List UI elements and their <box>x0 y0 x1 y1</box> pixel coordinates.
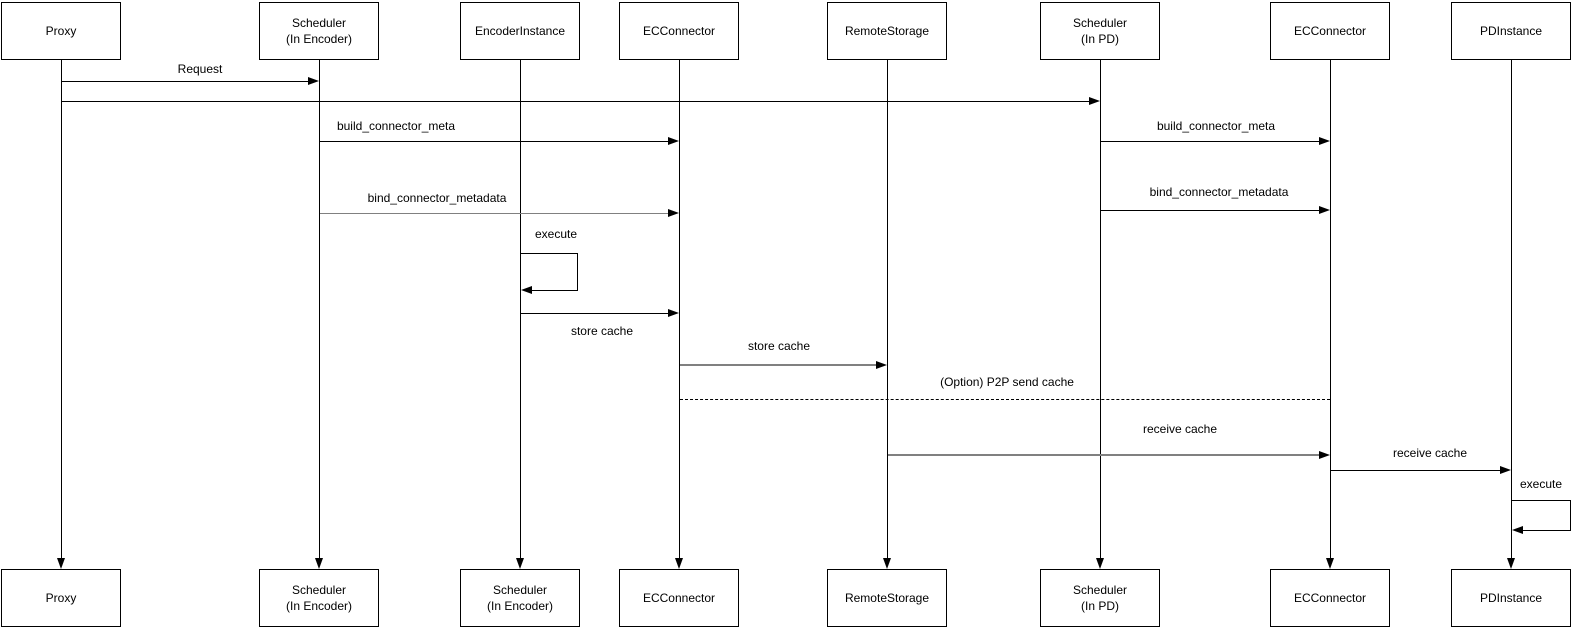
arrowhead-icon <box>668 209 679 217</box>
message-bind-connector-metadata-label: bind_connector_metadata <box>1149 185 1289 199</box>
message-execute-label: execute <box>534 227 578 241</box>
message-request-line <box>62 81 309 82</box>
message-build-connector-meta-label: build_connector_meta <box>1156 119 1276 133</box>
message-store-cache-line <box>521 313 669 314</box>
message-proxy-to-scheduler-pd-line <box>62 101 1090 102</box>
actor-bottom-remote-storage: RemoteStorage <box>827 569 947 627</box>
arrowhead-icon <box>308 77 319 85</box>
actor-bottom-scheduler-pd: Scheduler (In PD) <box>1040 569 1160 627</box>
actor-top-scheduler-encoder: Scheduler (In Encoder) <box>259 2 379 60</box>
arrowhead-icon <box>1319 137 1330 145</box>
message-build-connector-meta-label: build_connector_meta <box>336 119 456 133</box>
message-build-connector-meta-line <box>320 141 669 142</box>
actor-top-pd-instance: PDInstance <box>1451 2 1571 60</box>
message-execute-line-bottom <box>532 290 578 291</box>
actor-top-remote-storage: RemoteStorage <box>827 2 947 60</box>
message-execute-line-bottom <box>1523 530 1571 531</box>
message-receive-cache-label: receive cache <box>1142 422 1218 436</box>
message-store-cache-label: store cache <box>747 339 811 353</box>
arrowhead-icon <box>1096 558 1104 569</box>
message-request-label: Request <box>177 62 223 76</box>
arrowhead-icon <box>668 137 679 145</box>
arrowhead-icon <box>668 309 679 317</box>
actor-bottom-encoder-instance: Scheduler (In Encoder) <box>460 569 580 627</box>
message-execute-line-top <box>521 253 578 254</box>
lifeline-pd-instance <box>1511 60 1512 558</box>
actor-bottom-ec-connector-2: ECConnector <box>1270 569 1390 627</box>
message-execute-line-side <box>577 253 578 291</box>
arrowhead-icon <box>1319 451 1330 459</box>
actor-top-ec-connector-2: ECConnector <box>1270 2 1390 60</box>
actor-bottom-proxy: Proxy <box>1 569 121 627</box>
actor-bottom-scheduler-encoder: Scheduler (In Encoder) <box>259 569 379 627</box>
arrowhead-icon <box>1500 466 1511 474</box>
message-execute-line-side <box>1570 500 1571 531</box>
lifeline-encoder-instance <box>520 60 521 558</box>
arrowhead-icon <box>876 361 887 369</box>
lifeline-scheduler-pd <box>1100 60 1101 558</box>
message-build-connector-meta-line <box>1101 141 1320 142</box>
lifeline-ec-connector-1 <box>679 60 680 558</box>
message-execute-line-top <box>1512 500 1571 501</box>
message-receive-cache-line <box>1331 470 1501 471</box>
arrowhead-icon <box>675 558 683 569</box>
lifeline-scheduler-encoder <box>319 60 320 558</box>
actor-top-encoder-instance: EncoderInstance <box>460 2 580 60</box>
message-store-cache-line <box>680 364 877 366</box>
actor-bottom-pd-instance: PDInstance <box>1451 569 1571 627</box>
actor-top-scheduler-pd: Scheduler (In PD) <box>1040 2 1160 60</box>
arrowhead-icon <box>57 558 65 569</box>
lifeline-proxy <box>61 60 62 558</box>
arrowhead-icon <box>1089 97 1100 105</box>
lifeline-remote-storage <box>887 60 888 558</box>
message-store-cache-label: store cache <box>570 324 634 338</box>
arrowhead-icon <box>1326 558 1334 569</box>
message-bind-connector-metadata-label: bind_connector_metadata <box>367 191 507 205</box>
actor-bottom-ec-connector-1: ECConnector <box>619 569 739 627</box>
arrowhead-icon <box>883 558 891 569</box>
message-bind-connector-metadata-line <box>320 213 669 214</box>
arrowhead-icon <box>315 558 323 569</box>
message-execute-label: execute <box>1519 477 1563 491</box>
arrowhead-icon <box>1507 558 1515 569</box>
actor-top-ec-connector-1: ECConnector <box>619 2 739 60</box>
lifeline-ec-connector-2 <box>1330 60 1331 558</box>
message-option-p2p-send-cache-line <box>680 399 1330 400</box>
message-option-p2p-send-cache-label: (Option) P2P send cache <box>940 375 1074 389</box>
arrowhead-icon <box>516 558 524 569</box>
arrowhead-icon <box>521 286 532 294</box>
message-bind-connector-metadata-line <box>1101 210 1320 211</box>
arrowhead-icon <box>1319 206 1330 214</box>
message-receive-cache-line <box>888 454 1320 456</box>
actor-top-proxy: Proxy <box>1 2 121 60</box>
message-receive-cache-label: receive cache <box>1392 446 1468 460</box>
arrowhead-icon <box>1512 526 1523 534</box>
